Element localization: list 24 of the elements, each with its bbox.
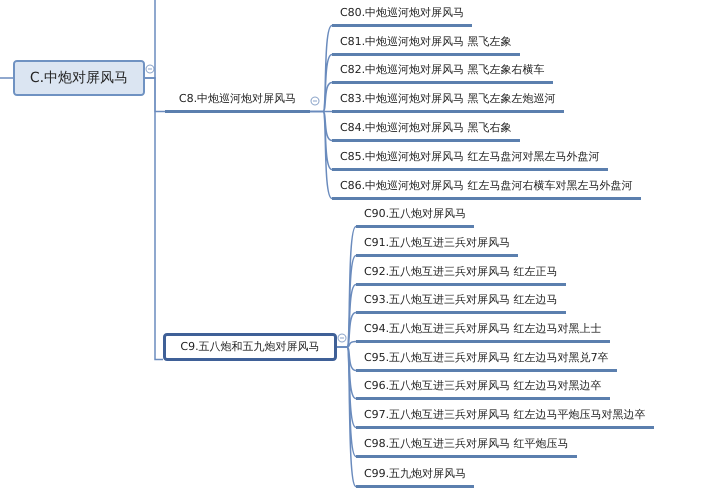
- subtopic: C90.五八炮对屏风马: [356, 204, 474, 228]
- root-topic: C.中炮对屏风马: [13, 60, 145, 96]
- subtopic: C84.中炮巡河炮对屏风马 黑飞右象: [332, 118, 520, 142]
- subtopic: C8.中炮巡河炮对屏风马: [165, 89, 310, 113]
- subtopic: C94.五八炮互进三兵对屏风马 红左边马对黑上士: [356, 319, 610, 343]
- topic-box: C9.五八炮和五九炮对屏风马: [163, 333, 337, 361]
- connector-line: [145, 77, 163, 360]
- connector-line: [337, 346, 357, 487]
- subtopic: C92.五八炮互进三兵对屏风马 红左正马: [356, 262, 566, 286]
- subtopic: C97.五八炮互进三兵对屏风马 红左边马平炮压马对黑边卒: [356, 405, 654, 429]
- subtopic: C86.中炮巡河炮对屏风马 红左马盘河右横车对黑左马外盘河: [332, 176, 641, 200]
- subtopic: C99.五九炮对屏风马: [356, 464, 474, 488]
- subtopic: C80.中炮巡河炮对屏风马: [332, 3, 472, 27]
- connector-line: [0, 77, 13, 79]
- subtopic: C91.五八炮互进三兵对屏风马: [356, 233, 518, 257]
- subtopic: C93.五八炮互进三兵对屏风马 红左边马: [356, 290, 566, 314]
- subtopic: C96.五八炮互进三兵对屏风马 红左边马对黑边卒: [356, 376, 610, 400]
- subtopic: C81.中炮巡河炮对屏风马 黑飞左象: [332, 32, 520, 56]
- subtopic: C85.中炮巡河炮对屏风马 红左马盘河对黑左马外盘河: [332, 147, 608, 171]
- subtopic: C95.五八炮互进三兵对屏风马 红左边马对黑兑7卒: [356, 348, 617, 372]
- subtopic: C82.中炮巡河炮对屏风马 黑飞左象右横车: [332, 60, 553, 84]
- subtopic: C98.五八炮互进三兵对屏风马 红平炮压马: [356, 434, 577, 458]
- connector-line: [310, 110, 332, 200]
- subtopic: C83.中炮巡河炮对屏风马 黑飞左象左炮巡河: [332, 89, 564, 113]
